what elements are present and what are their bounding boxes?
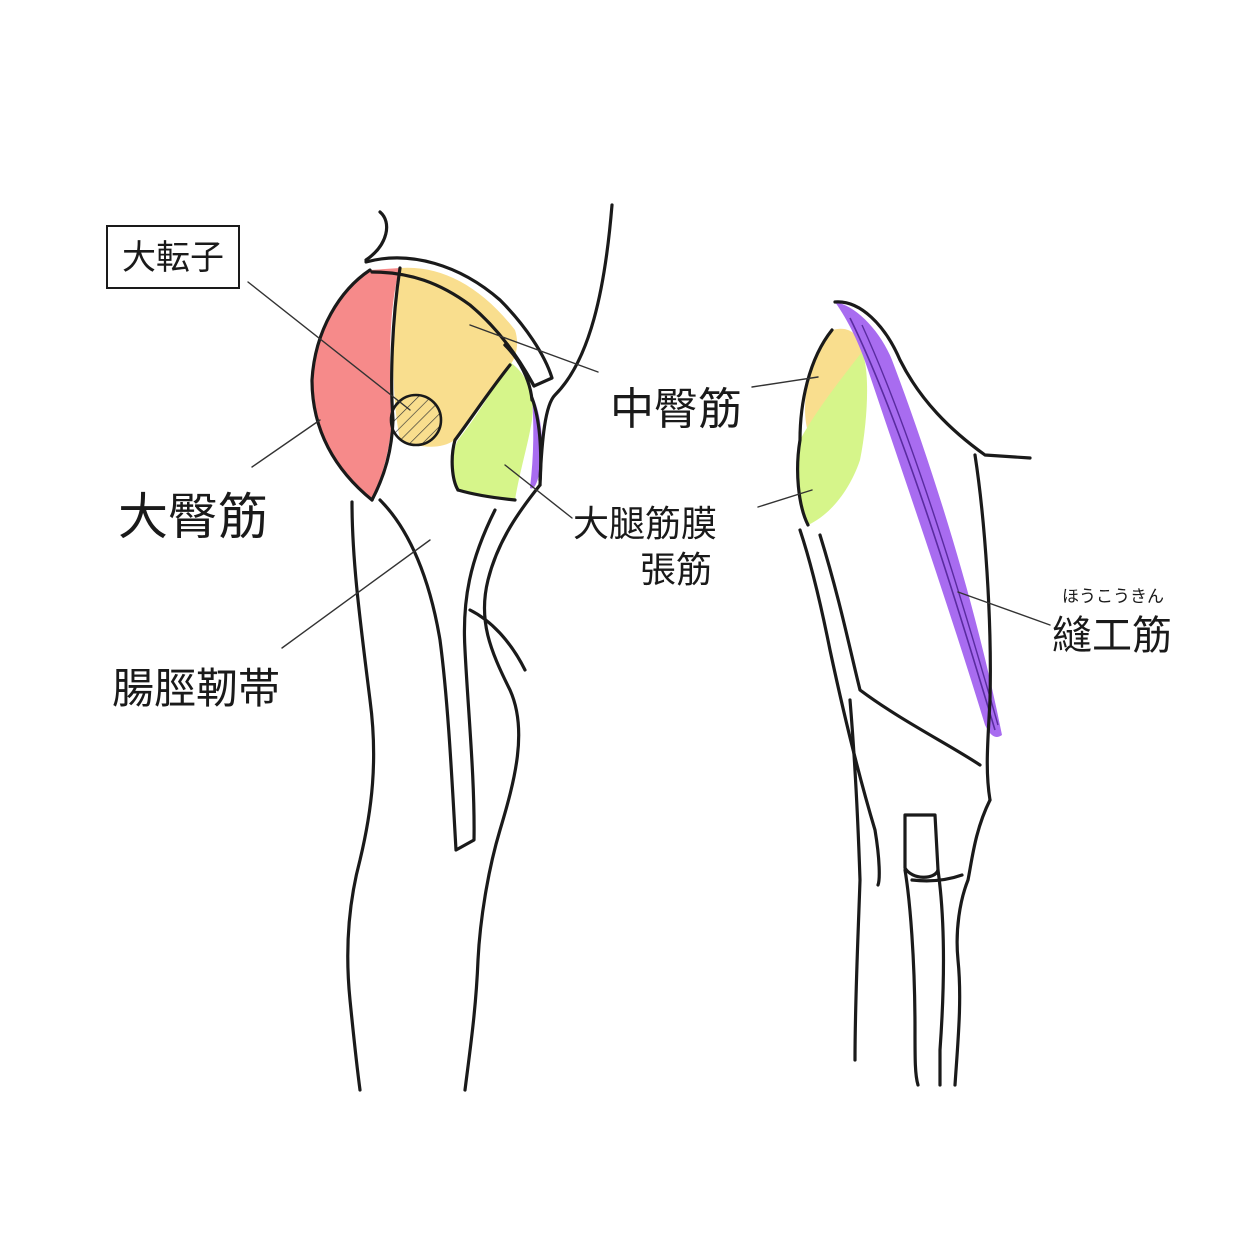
sartorius-edge-left — [530, 395, 543, 489]
greater-trochanter-label: 大転子 — [106, 225, 240, 289]
sartorius-label: 縫工筋 — [1052, 613, 1172, 659]
sartorius-reading-label: ほうこうきん — [1062, 587, 1164, 607]
gluteus-medius-label: 中臀筋 — [610, 384, 742, 435]
gluteus-medius-region-right — [805, 328, 862, 432]
iliotibial-band-label: 腸脛靭帯 — [112, 664, 281, 713]
tensor-fasciae-latae-label-line2: 張筋 — [640, 550, 713, 591]
gluteus-maximus-region — [312, 268, 400, 500]
tensor-fasciae-latae-region — [453, 362, 533, 500]
tensor-fasciae-latae-label-line1: 大腿筋膜 — [573, 504, 718, 545]
right-leg-figure — [796, 300, 1032, 1087]
sartorius-region — [835, 302, 1002, 737]
greater-trochanter-bone — [389, 393, 443, 447]
tensor-fasciae-latae-region-right — [797, 352, 868, 525]
left-leg-figure — [310, 203, 614, 1092]
gluteus-maximus-label: 大臀筋 — [118, 488, 268, 546]
leader-lines — [247, 281, 1051, 649]
